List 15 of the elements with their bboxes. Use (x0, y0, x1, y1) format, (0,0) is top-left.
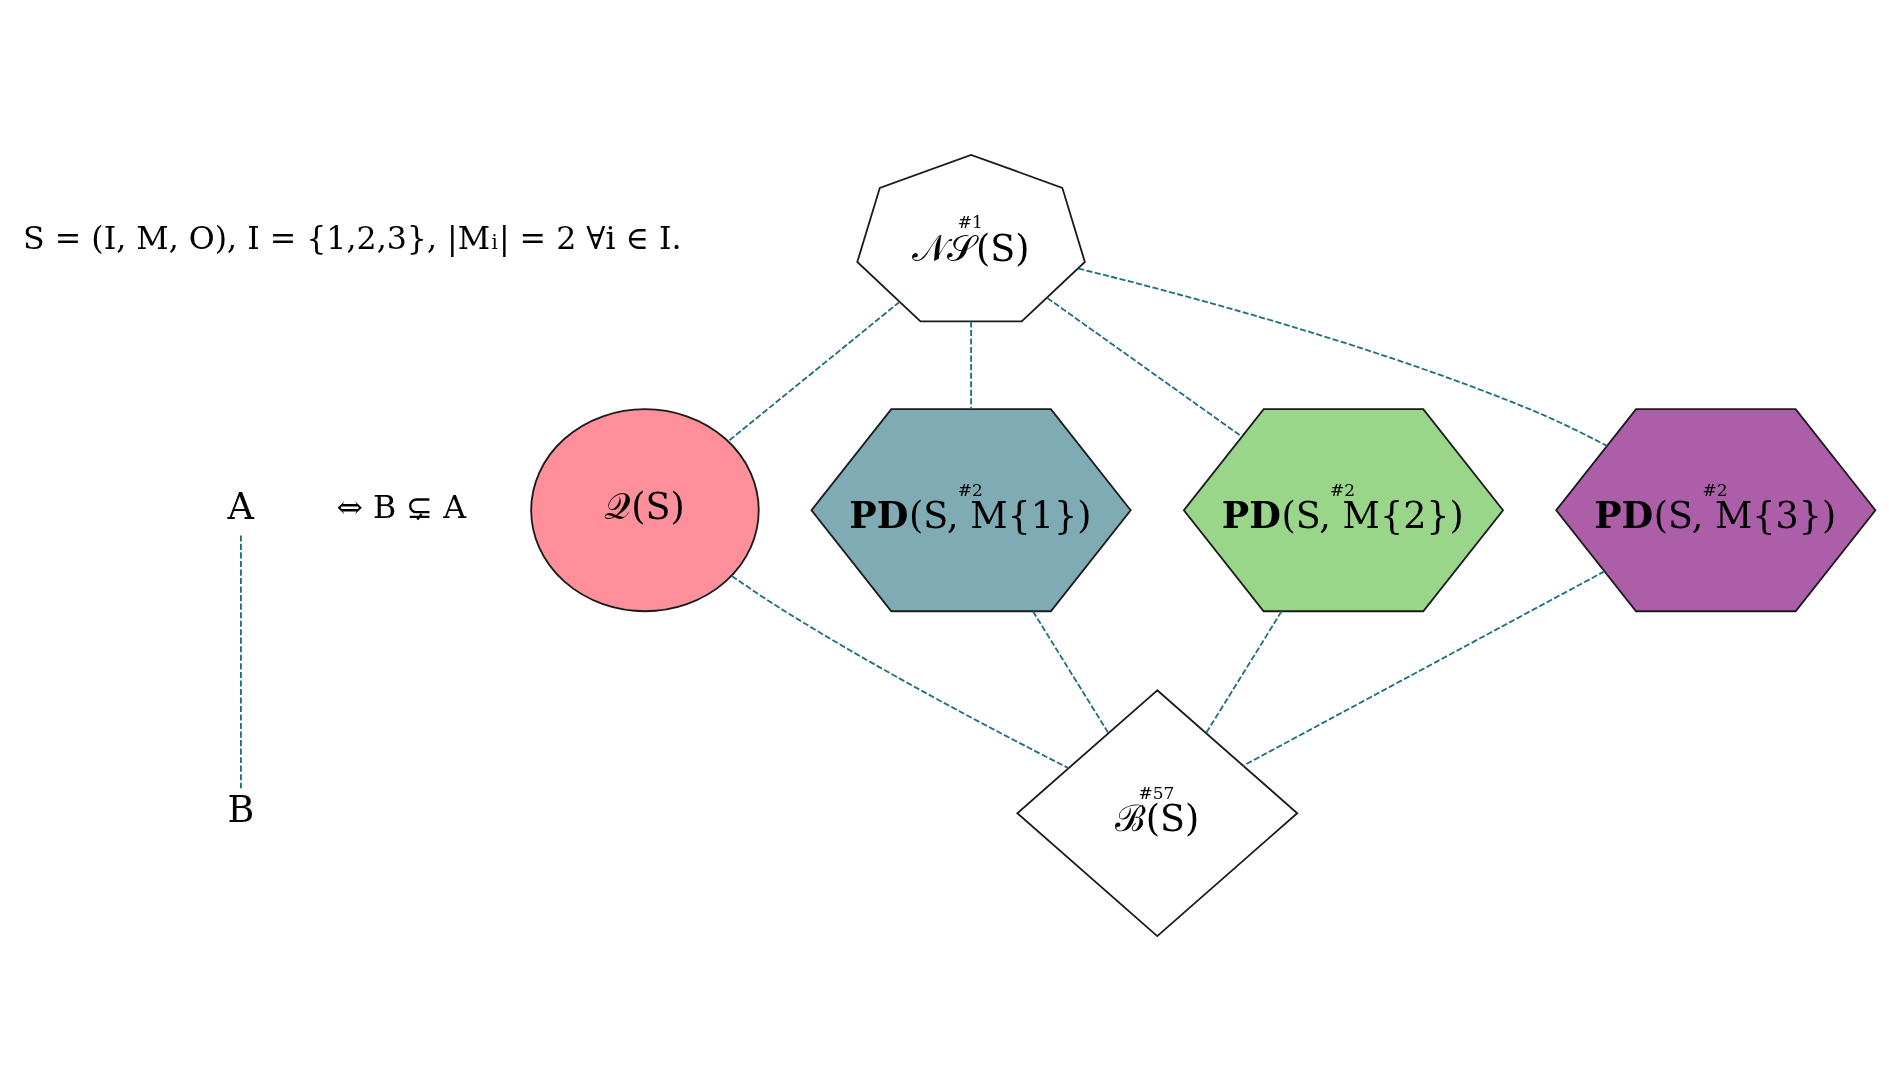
node-text: A (227, 485, 254, 529)
node-text: B (227, 788, 255, 832)
connector (1046, 297, 1243, 438)
node-diamond: #57 ℬ(S) (1015, 689, 1299, 938)
connector (970, 320, 972, 410)
connector (727, 301, 901, 442)
connector (1205, 610, 1283, 734)
connector (1242, 570, 1606, 767)
connector (730, 575, 1070, 770)
label: ⇔ B ⊊ A (336, 488, 467, 525)
connector (240, 534, 242, 790)
node-ellipse: 𝒬(S) (530, 408, 760, 613)
connector (1032, 610, 1110, 734)
connector (1077, 267, 1608, 447)
label: S = (I, M, O), I = {1,2,3}, |Mi| = 2 ∀i ∈ I. (23, 219, 682, 256)
